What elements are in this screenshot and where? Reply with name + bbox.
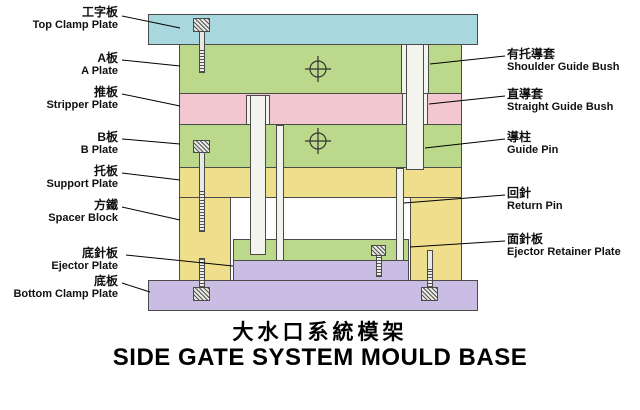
label-en: Ejector Retainer Plate <box>507 246 621 258</box>
bolt-shaft-bottom-right <box>427 250 433 270</box>
leader-line <box>121 172 181 181</box>
bolt-shaft-mid-left <box>199 152 205 192</box>
bolt-head-top-left <box>193 18 210 32</box>
bolt-threads-ejector <box>376 255 382 277</box>
label-cn: 導柱 <box>507 130 532 144</box>
bolt-threads-top-left <box>199 50 205 73</box>
label-shoulder-guide-bush: 有托導套 Shoulder Guide Bush <box>507 48 619 74</box>
label-en: Return Pin <box>507 200 563 212</box>
guide-pillar-left <box>250 95 266 255</box>
label-ejector-retainer-plate: 面針板 Ejector Retainer Plate <box>507 233 621 259</box>
label-cn: 有托導套 <box>507 47 556 61</box>
label-a-plate: A板 A Plate <box>81 52 118 78</box>
label-cn: 回針 <box>507 186 532 200</box>
label-en: Stripper Plate <box>46 99 118 111</box>
title-english: SIDE GATE SYSTEM MOULD BASE <box>112 344 528 371</box>
label-cn: B板 <box>97 130 118 144</box>
label-bottom-clamp-plate: 底板 Bottom Clamp Plate <box>13 275 118 301</box>
return-pin-right <box>396 168 404 261</box>
bolt-head-bottom-left <box>193 287 210 301</box>
label-en: Support Plate <box>46 178 118 190</box>
label-cn: 工字板 <box>81 5 118 19</box>
label-en: Guide Pin <box>507 144 559 156</box>
label-cn: 推板 <box>93 85 118 99</box>
title-chinese: 大水口系統模架 <box>232 321 408 344</box>
label-en: Ejector Plate <box>51 260 118 272</box>
leader-line <box>121 282 151 293</box>
bolt-threads-bottom-right <box>427 269 433 288</box>
label-en: B Plate <box>80 144 118 156</box>
label-cn: 底針板 <box>81 246 118 260</box>
label-b-plate: B板 B Plate <box>81 131 118 157</box>
label-top-clamp-plate: 工字板 Top Clamp Plate <box>33 6 118 32</box>
leader-line <box>121 206 181 221</box>
label-stripper-plate: 推板 Stripper Plate <box>46 86 118 112</box>
support-plate <box>179 167 462 198</box>
leader-line <box>121 59 181 67</box>
spacer-block-left <box>179 197 231 281</box>
ejector-plate <box>233 260 409 281</box>
bolt-threads-bottom-left <box>199 258 205 288</box>
label-en: A Plate <box>81 65 118 77</box>
return-pin-left <box>276 125 284 261</box>
leader-line <box>121 138 181 145</box>
label-en: Straight Guide Bush <box>507 101 614 113</box>
label-cn: 托板 <box>93 164 118 178</box>
bolt-shaft-top-left <box>199 31 205 51</box>
label-en: Spacer Block <box>48 212 118 224</box>
label-support-plate: 托板 Support Plate <box>46 165 118 191</box>
label-cn: 面針板 <box>507 232 544 246</box>
label-return-pin: 回針 Return Pin <box>507 187 563 213</box>
label-guide-pin: 導柱 Guide Pin <box>507 131 558 157</box>
label-spacer-block: 方鐵 Spacer Block <box>48 199 118 225</box>
leader-line <box>121 93 181 107</box>
label-straight-guide-bush: 直導套 Straight Guide Bush <box>507 88 613 114</box>
guide-pin <box>406 44 424 170</box>
spacer-block-right <box>410 197 462 281</box>
label-ejector-plate: 底針板 Ejector Plate <box>51 247 118 273</box>
label-en: Top Clamp Plate <box>32 19 118 31</box>
label-cn: 直導套 <box>507 87 544 101</box>
bolt-threads-mid-left <box>199 191 205 232</box>
label-en: Bottom Clamp Plate <box>13 288 118 300</box>
label-en: Shoulder Guide Bush <box>507 61 620 73</box>
bolt-head-bottom-right <box>421 287 438 301</box>
label-cn: A板 <box>97 51 118 65</box>
label-cn: 底板 <box>93 274 118 288</box>
label-cn: 方鐵 <box>93 198 118 212</box>
